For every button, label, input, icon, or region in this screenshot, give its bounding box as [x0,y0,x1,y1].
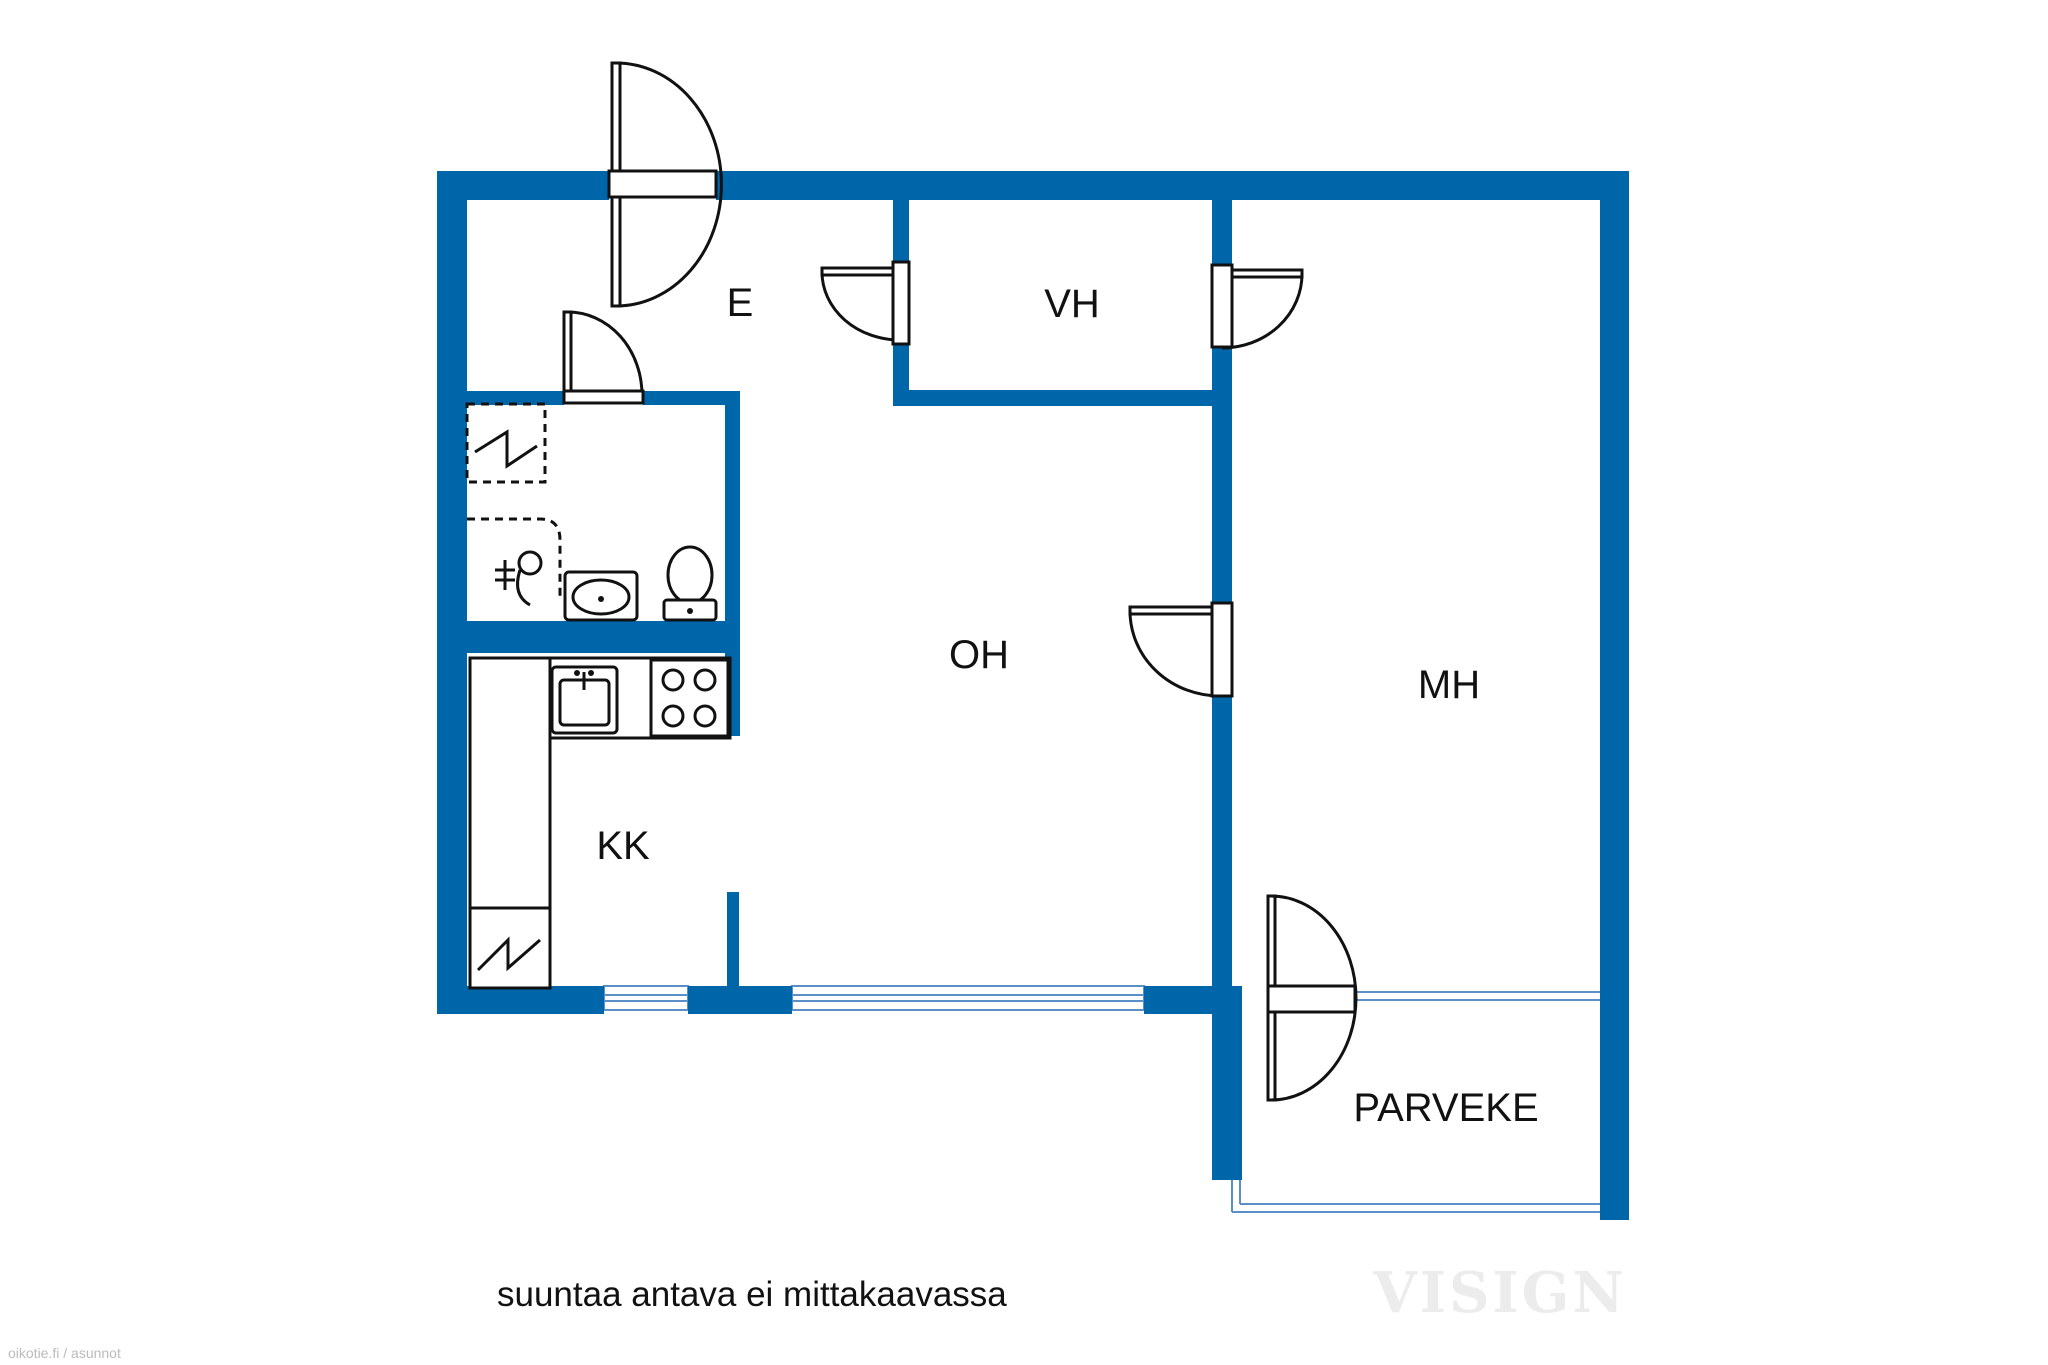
toilet-icon [662,545,718,622]
room-label-balcony: PARVEKE [1353,1086,1538,1130]
balcony-door [1266,894,1358,1102]
vh-door-left [820,260,911,346]
washbasin-icon [563,570,639,622]
scale-disclaimer: suuntaa antava ei mittakaavassa [497,1275,1007,1314]
window-bedroom [1355,991,1600,1001]
refrigerator-icon [468,906,552,990]
window-living-room [791,985,1145,1011]
entrance-door [607,61,723,308]
kitchen-sink-icon [550,665,619,735]
room-label-living-room: OH [949,633,1009,677]
vh-door-right [1210,263,1304,350]
wc-door [562,310,645,405]
room-label-bedroom: MH [1418,663,1480,707]
shower-area-outline [467,517,562,600]
room-labels: E VH OH MH KK PARVEKE [596,281,1538,1130]
electrical-panel-icon [465,402,547,484]
room-label-kitchenette: KK [596,824,650,868]
doors [562,61,1358,1102]
balcony-glazing [1231,1180,1600,1213]
room-label-walk-in-closet: VH [1044,282,1100,326]
window-kitchen [603,985,689,1011]
walls [437,171,1629,1220]
room-label-entrance: E [727,281,754,325]
watermark-logo: VISIGN [1372,1260,1626,1326]
fixtures [465,402,732,990]
bedroom-door [1128,601,1234,698]
shower-icon [495,550,543,607]
stove-icon [649,658,730,738]
source-credit: oikotie.fi / asunnot [8,1345,121,1361]
